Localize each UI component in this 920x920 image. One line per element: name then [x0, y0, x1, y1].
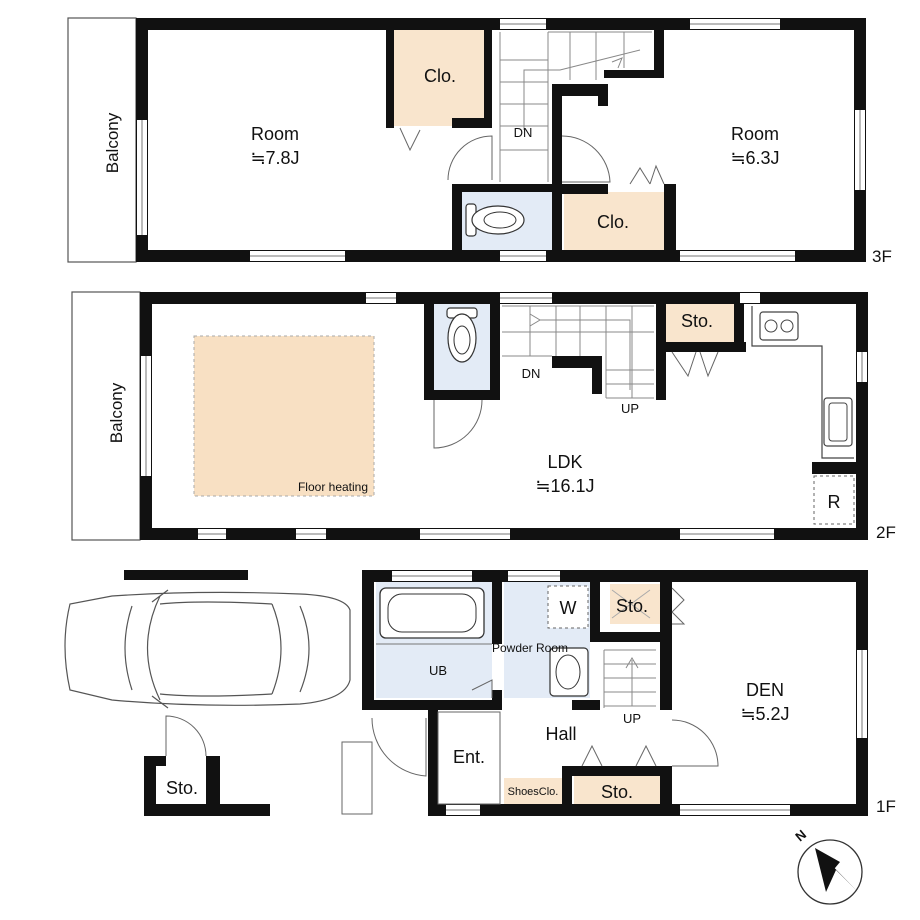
stair-1f-up-label: UP	[623, 711, 641, 726]
den-name: DEN	[746, 680, 784, 700]
ldk-size: ≒16.1J	[535, 476, 594, 496]
powder-room-label: Powder Room	[492, 641, 568, 655]
storage-stair-1f-label: Sto.	[616, 596, 648, 616]
closet-3f-top	[392, 30, 484, 126]
compass-icon: N	[792, 827, 863, 905]
balcony-3f	[67, 17, 137, 263]
floor-label-2f: 2F	[876, 523, 896, 542]
storage-hall-1f-label: Sto.	[601, 782, 633, 802]
floor-1f: UB W Sto. Powder Room UP DEN ≒5.2J Hall …	[64, 570, 896, 816]
fridge-label: R	[828, 492, 841, 512]
floor-heating-label: Floor heating	[298, 480, 368, 494]
room-left-3f-name: Room	[251, 124, 299, 144]
stair-2f	[502, 305, 654, 399]
unit-bath-label: UB	[429, 663, 447, 678]
balcony-2f	[71, 291, 141, 541]
room-right-3f-name: Room	[731, 124, 779, 144]
closet-3f-top-label: Clo.	[424, 66, 456, 86]
balcony-2f-label: Balcony	[107, 382, 126, 443]
sink-icon	[549, 647, 589, 697]
bathtub-icon	[376, 587, 492, 645]
balcony-3f-label: Balcony	[103, 112, 122, 173]
stair-2f-down-label: DN	[522, 366, 541, 381]
floor-label-1f: 1F	[876, 797, 896, 816]
sink-icon	[823, 397, 853, 447]
stair-2f-up-label: UP	[621, 401, 639, 416]
room-left-3f-size: ≒7.8J	[250, 148, 299, 168]
storage-stair-1f	[610, 584, 662, 624]
shoes-closet	[504, 778, 562, 804]
den-size: ≒5.2J	[740, 704, 789, 724]
stair-3f	[499, 31, 652, 182]
kitchen-counter	[751, 306, 854, 459]
outdoor-storage	[144, 715, 270, 816]
floor-label-3f: 3F	[872, 247, 892, 266]
washer-space	[547, 585, 589, 629]
storage-2f	[664, 304, 734, 342]
toilet-icon	[446, 307, 478, 363]
shoes-closet-label: ShoesClo.	[508, 786, 559, 798]
closet-3f-bottom	[564, 192, 664, 250]
closet-3f-bottom-label: Clo.	[597, 212, 629, 232]
floor-heating-area	[193, 335, 375, 497]
stair-3f-label: DN	[514, 125, 533, 140]
entrance-step	[437, 711, 501, 805]
storage-outdoor-label: Sto.	[166, 778, 198, 798]
storage-hall-1f	[574, 776, 660, 804]
toilet-icon	[465, 203, 525, 237]
room-right-3f-size: ≒6.3J	[730, 148, 779, 168]
parking-bar	[124, 570, 248, 580]
svg-text:N: N	[792, 827, 809, 845]
fridge-space	[813, 475, 855, 525]
stove-icon	[759, 311, 799, 341]
washer-label: W	[560, 598, 577, 618]
storage-2f-label: Sto.	[681, 311, 713, 331]
stair-1f	[603, 589, 656, 708]
ldk-name: LDK	[547, 452, 582, 472]
floor-2f: Balcony Floor heating Sto. DN UP LDK ≒16…	[71, 291, 896, 542]
floor-3f: Balcony Clo. Room ≒7.8J DN Room ≒6.3J Cl…	[67, 17, 892, 266]
hall-label: Hall	[545, 724, 576, 744]
entrance-label: Ent.	[453, 747, 485, 767]
car-icon	[64, 589, 351, 709]
